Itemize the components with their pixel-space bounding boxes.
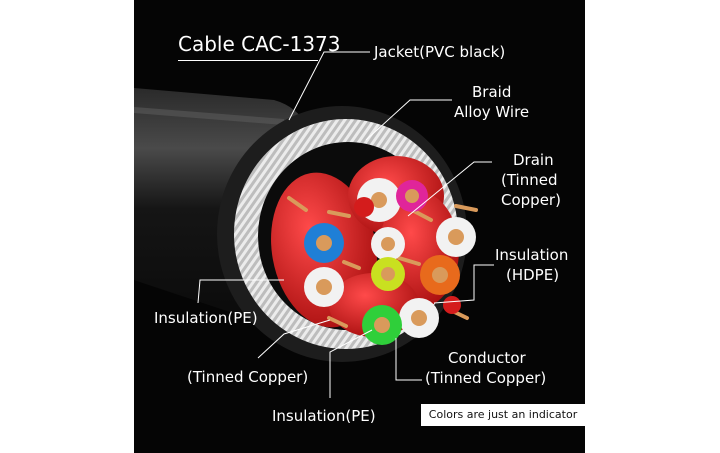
label-conductor: Conductor (448, 349, 526, 367)
label-drain-copper: Copper) (501, 191, 561, 209)
label-insulation-hdpe: Insulation (495, 246, 569, 264)
diagram-panel: Cable CAC-1373 Jacket(PVC black) Braid A… (134, 0, 585, 453)
conductors (304, 178, 476, 345)
leader-lines (197, 51, 494, 398)
label-tinned-copper-left: (Tinned Copper) (187, 368, 309, 386)
cable-title: Cable CAC-1373 (178, 32, 341, 56)
label-conductor-material: (Tinned Copper) (425, 369, 547, 387)
label-jacket: Jacket(PVC black) (374, 43, 506, 61)
label-drain-tinned: (Tinned (501, 171, 558, 189)
label-insulation-hdpe-material: (HDPE) (506, 266, 560, 284)
label-braid: Braid (472, 83, 512, 101)
label-insulation-pe-bottom: Insulation(PE) (272, 407, 376, 425)
label-braid-alloy: Alloy Wire (454, 103, 530, 121)
label-insulation-pe-left: Insulation(PE) (154, 309, 258, 327)
colors-disclaimer: Colors are just an indicator (421, 404, 585, 426)
label-drain: Drain (513, 151, 554, 169)
title-underline (178, 60, 318, 61)
cable-illustration (134, 51, 494, 398)
